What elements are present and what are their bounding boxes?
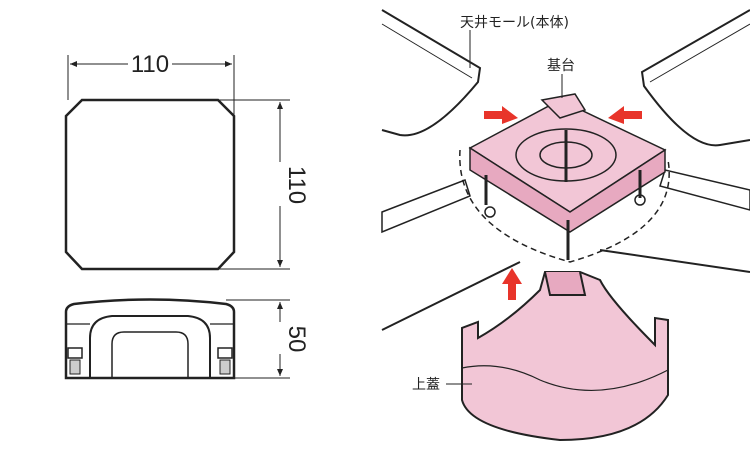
arrow-right-icon <box>608 106 642 124</box>
cover-label: 上蓋 <box>412 377 440 393</box>
molding-label: 天井モール(本体) <box>460 15 569 31</box>
cover <box>461 271 669 442</box>
arrow-up-icon <box>502 268 522 300</box>
depth-dimension: 110 <box>283 166 310 204</box>
arrow-left-icon <box>484 106 518 124</box>
molding-right-upper <box>640 9 750 147</box>
width-dimension: 110 <box>131 51 169 78</box>
arrows <box>484 106 642 300</box>
side-view <box>64 298 294 380</box>
top-view <box>64 50 294 271</box>
molding-lower <box>381 169 750 331</box>
molding-left-upper <box>381 9 482 137</box>
height-dimension: 50 <box>283 326 310 353</box>
base-label: 基台 <box>547 58 575 74</box>
base-plate <box>459 93 670 263</box>
